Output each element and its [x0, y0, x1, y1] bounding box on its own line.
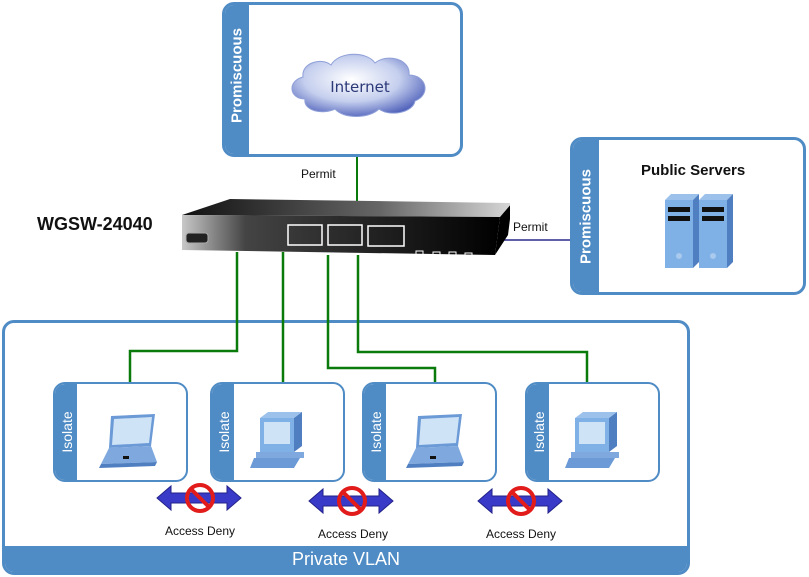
access-deny-icon [156, 483, 242, 513]
network-switch-icon [182, 199, 510, 261]
promiscuous-tab: Promiscuous [225, 5, 249, 154]
laptop-icon [99, 414, 157, 468]
servers-permit-label: Permit [513, 220, 548, 234]
access-deny-label: Access Deny [486, 527, 557, 541]
switch-ports [287, 224, 473, 261]
promiscuous-tab: Promiscuous [573, 140, 599, 292]
isolate-label: Isolate [531, 411, 547, 453]
isolate-host-panel: Isolate [210, 382, 345, 482]
public-servers-title: Public Servers [641, 162, 746, 179]
desktop-icon [250, 412, 304, 468]
servers-icon [665, 194, 733, 268]
isolate-host-panel: Isolate [525, 382, 660, 482]
isolate-tab: Isolate [212, 384, 234, 480]
isolate-tab: Isolate [55, 384, 77, 480]
internet-permit-label: Permit [301, 167, 336, 181]
access-deny-icon [308, 486, 394, 516]
private-vlan-label: Private VLAN [5, 546, 687, 572]
cloud-icon: Internet [291, 53, 426, 117]
switch-model-label: WGSW-24040 [37, 214, 153, 234]
internet-panel: Promiscuous Internet [222, 2, 463, 157]
isolate-label: Isolate [59, 411, 75, 453]
isolate-label: Isolate [368, 411, 384, 453]
desktop-icon [565, 412, 619, 468]
isolate-tab: Isolate [527, 384, 549, 480]
isolate-label: Isolate [216, 411, 232, 453]
access-deny-label: Access Deny [318, 527, 389, 541]
internet-label: Internet [330, 78, 390, 96]
isolate-host-panel: Isolate [362, 382, 497, 482]
access-deny-icon [477, 486, 563, 516]
public-servers-panel: Promiscuous Public Servers [570, 137, 806, 295]
isolate-host-panel: Isolate [53, 382, 188, 482]
access-deny-label: Access Deny [165, 524, 236, 538]
laptop-icon [406, 414, 464, 468]
isolate-tab: Isolate [364, 384, 386, 480]
